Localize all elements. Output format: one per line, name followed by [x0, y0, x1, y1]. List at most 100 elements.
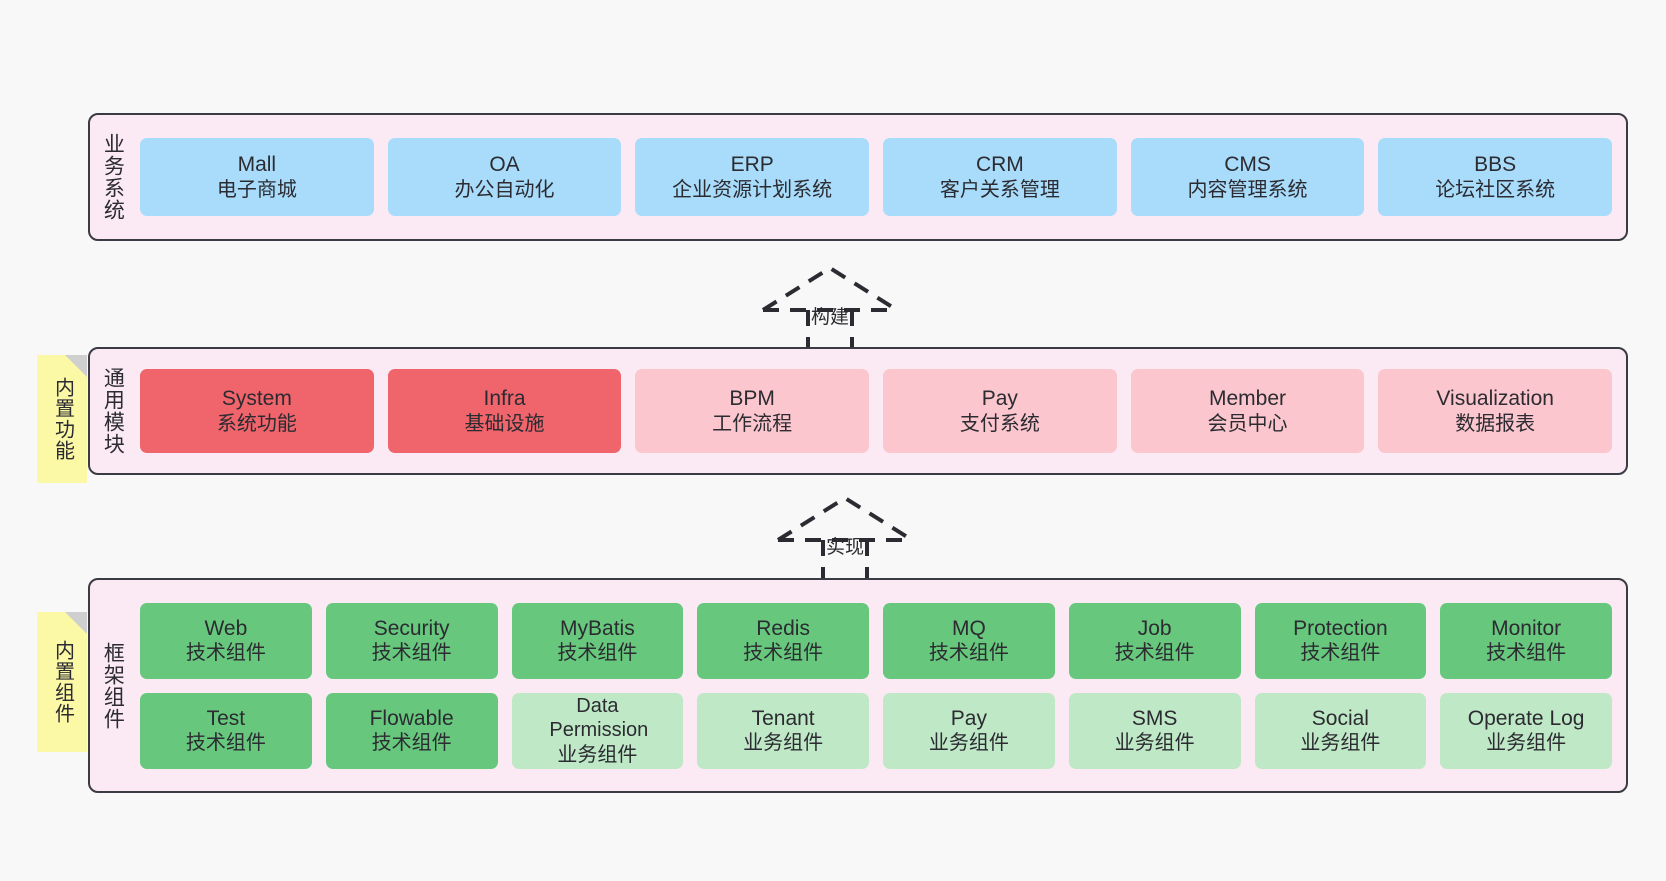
card-cms[interactable]: CMS 内容管理系统	[1130, 138, 1365, 216]
layer-framework-component: 框架组件 Web 技术组件 Security 技术组件 MyBatis 技术组件…	[88, 578, 1628, 793]
card-pay-component[interactable]: Pay 业务组件	[883, 692, 1055, 769]
card-test-sub: 技术组件	[185, 732, 266, 755]
card-sms-sub: 业务组件	[1114, 732, 1195, 755]
card-data-permission[interactable]: Data Permission 业务组件	[511, 692, 684, 769]
card-data-permission-name: Data Permission	[549, 694, 649, 742]
layer-title-business-system: 业务系统	[101, 133, 125, 221]
card-flowable[interactable]: Flowable 技术组件	[325, 692, 498, 769]
card-crm-name: CRM	[975, 153, 1024, 176]
card-mq-sub: 技术组件	[928, 642, 1009, 665]
card-bbs-sub: 论坛社区系统	[1435, 178, 1556, 201]
layer-common-module: 通用模块 System 系统功能 Infra 基础设施 BPM 工作流程 Pay…	[88, 347, 1628, 475]
card-mybatis-name: MyBatis	[560, 616, 635, 640]
card-protection[interactable]: Protection 技术组件	[1254, 602, 1427, 679]
card-redis-name: Redis	[756, 616, 810, 640]
card-pay-module-sub: 支付系统	[959, 412, 1040, 435]
card-job[interactable]: Job 技术组件	[1068, 602, 1241, 679]
connector-implement-label: 实现	[825, 537, 865, 558]
card-job-sub: 技术组件	[1114, 642, 1195, 665]
card-tenant-name: Tenant	[751, 706, 815, 730]
card-test[interactable]: Test 技术组件	[140, 692, 312, 769]
card-web[interactable]: Web 技术组件	[140, 602, 312, 679]
card-visualization-sub: 数据报表	[1455, 412, 1536, 435]
card-member[interactable]: Member 会员中心	[1130, 369, 1365, 453]
card-security-name: Security	[373, 616, 450, 640]
layer-title-common-module: 通用模块	[101, 367, 125, 455]
framework-row-technical: Web 技术组件 Security 技术组件 MyBatis 技术组件 Redi…	[140, 602, 1612, 679]
card-erp-sub: 企业资源计划系统	[672, 178, 833, 201]
card-pay-module[interactable]: Pay 支付系统	[883, 369, 1117, 453]
card-pay-module-name: Pay	[981, 387, 1018, 410]
card-cms-name: CMS	[1224, 153, 1271, 176]
card-social-name: Social	[1311, 706, 1369, 730]
card-sms-name: SMS	[1131, 706, 1178, 730]
card-erp-name: ERP	[730, 153, 774, 176]
card-redis-sub: 技术组件	[743, 642, 824, 665]
card-system-sub: 系统功能	[216, 412, 297, 435]
card-sms[interactable]: SMS 业务组件	[1068, 692, 1241, 769]
card-mq-name: MQ	[951, 616, 986, 640]
card-social[interactable]: Social 业务组件	[1254, 692, 1427, 769]
card-crm-sub: 客户关系管理	[939, 178, 1060, 201]
card-erp[interactable]: ERP 企业资源计划系统	[635, 138, 870, 216]
card-mall-name: Mall	[237, 153, 277, 176]
card-mq[interactable]: MQ 技术组件	[883, 602, 1055, 679]
card-monitor[interactable]: Monitor 技术组件	[1440, 602, 1612, 679]
card-mall-sub: 电子商城	[216, 178, 297, 201]
layer-body-business-system: Mall 电子商城 OA 办公自动化 ERP 企业资源计划系统 CRM 客户关系…	[134, 115, 1626, 239]
connector-implement: 实现	[770, 492, 920, 582]
card-mybatis[interactable]: MyBatis 技术组件	[511, 602, 684, 679]
card-operate-log[interactable]: Operate Log 业务组件	[1440, 692, 1612, 769]
card-oa-name: OA	[489, 153, 520, 176]
connector-build: 构建	[755, 262, 905, 352]
card-cms-sub: 内容管理系统	[1187, 178, 1308, 201]
card-infra[interactable]: Infra 基础设施	[387, 369, 622, 453]
card-visualization-name: Visualization	[1436, 387, 1554, 410]
card-visualization[interactable]: Visualization 数据报表	[1378, 369, 1613, 453]
card-member-name: Member	[1209, 387, 1287, 410]
card-bpm-sub: 工作流程	[712, 412, 793, 435]
card-bpm-name: BPM	[729, 387, 775, 410]
note-fold-corner-icon	[65, 355, 87, 377]
card-oa[interactable]: OA 办公自动化	[387, 138, 622, 216]
card-tenant[interactable]: Tenant 业务组件	[697, 692, 869, 769]
card-protection-sub: 技术组件	[1300, 642, 1381, 665]
card-infra-sub: 基础设施	[464, 412, 545, 435]
note-fold-corner-icon	[65, 612, 87, 634]
card-member-sub: 会员中心	[1207, 412, 1288, 435]
card-web-sub: 技术组件	[185, 642, 266, 665]
card-oa-sub: 办公自动化	[454, 178, 555, 201]
card-system[interactable]: System 系统功能	[140, 369, 374, 453]
card-security[interactable]: Security 技术组件	[325, 602, 498, 679]
note-builtin-features: 内置功能	[37, 355, 87, 483]
card-bbs-name: BBS	[1474, 153, 1517, 176]
card-redis[interactable]: Redis 技术组件	[697, 602, 869, 679]
card-monitor-sub: 技术组件	[1486, 642, 1567, 665]
card-bbs[interactable]: BBS 论坛社区系统	[1378, 138, 1613, 216]
card-data-permission-sub: 业务组件	[557, 743, 638, 766]
card-social-sub: 业务组件	[1300, 732, 1381, 755]
note-builtin-components-label: 内置组件	[51, 640, 74, 724]
framework-row-business: Test 技术组件 Flowable 技术组件 Data Permission …	[140, 692, 1612, 769]
card-infra-name: Infra	[483, 387, 526, 410]
card-system-name: System	[221, 387, 292, 410]
card-pay-component-name: Pay	[950, 706, 987, 730]
layer-body-framework-component: Web 技术组件 Security 技术组件 MyBatis 技术组件 Redi…	[134, 580, 1626, 791]
card-crm[interactable]: CRM 客户关系管理	[883, 138, 1117, 216]
card-job-name: Job	[1137, 616, 1172, 640]
layer-business-system: 业务系统 Mall 电子商城 OA 办公自动化 ERP 企业资源计划系统 CRM…	[88, 113, 1628, 241]
card-monitor-name: Monitor	[1491, 616, 1562, 640]
card-mall[interactable]: Mall 电子商城	[140, 138, 374, 216]
card-security-sub: 技术组件	[371, 642, 452, 665]
card-flowable-name: Flowable	[369, 706, 454, 730]
card-bpm[interactable]: BPM 工作流程	[635, 369, 870, 453]
card-test-name: Test	[206, 706, 246, 730]
card-operate-log-name: Operate Log	[1467, 706, 1585, 730]
card-pay-component-sub: 业务组件	[928, 732, 1009, 755]
card-flowable-sub: 技术组件	[371, 732, 452, 755]
card-web-name: Web	[204, 616, 248, 640]
layer-title-framework-component: 框架组件	[101, 641, 125, 730]
card-protection-name: Protection	[1293, 616, 1388, 640]
note-builtin-components: 内置组件	[37, 612, 87, 752]
